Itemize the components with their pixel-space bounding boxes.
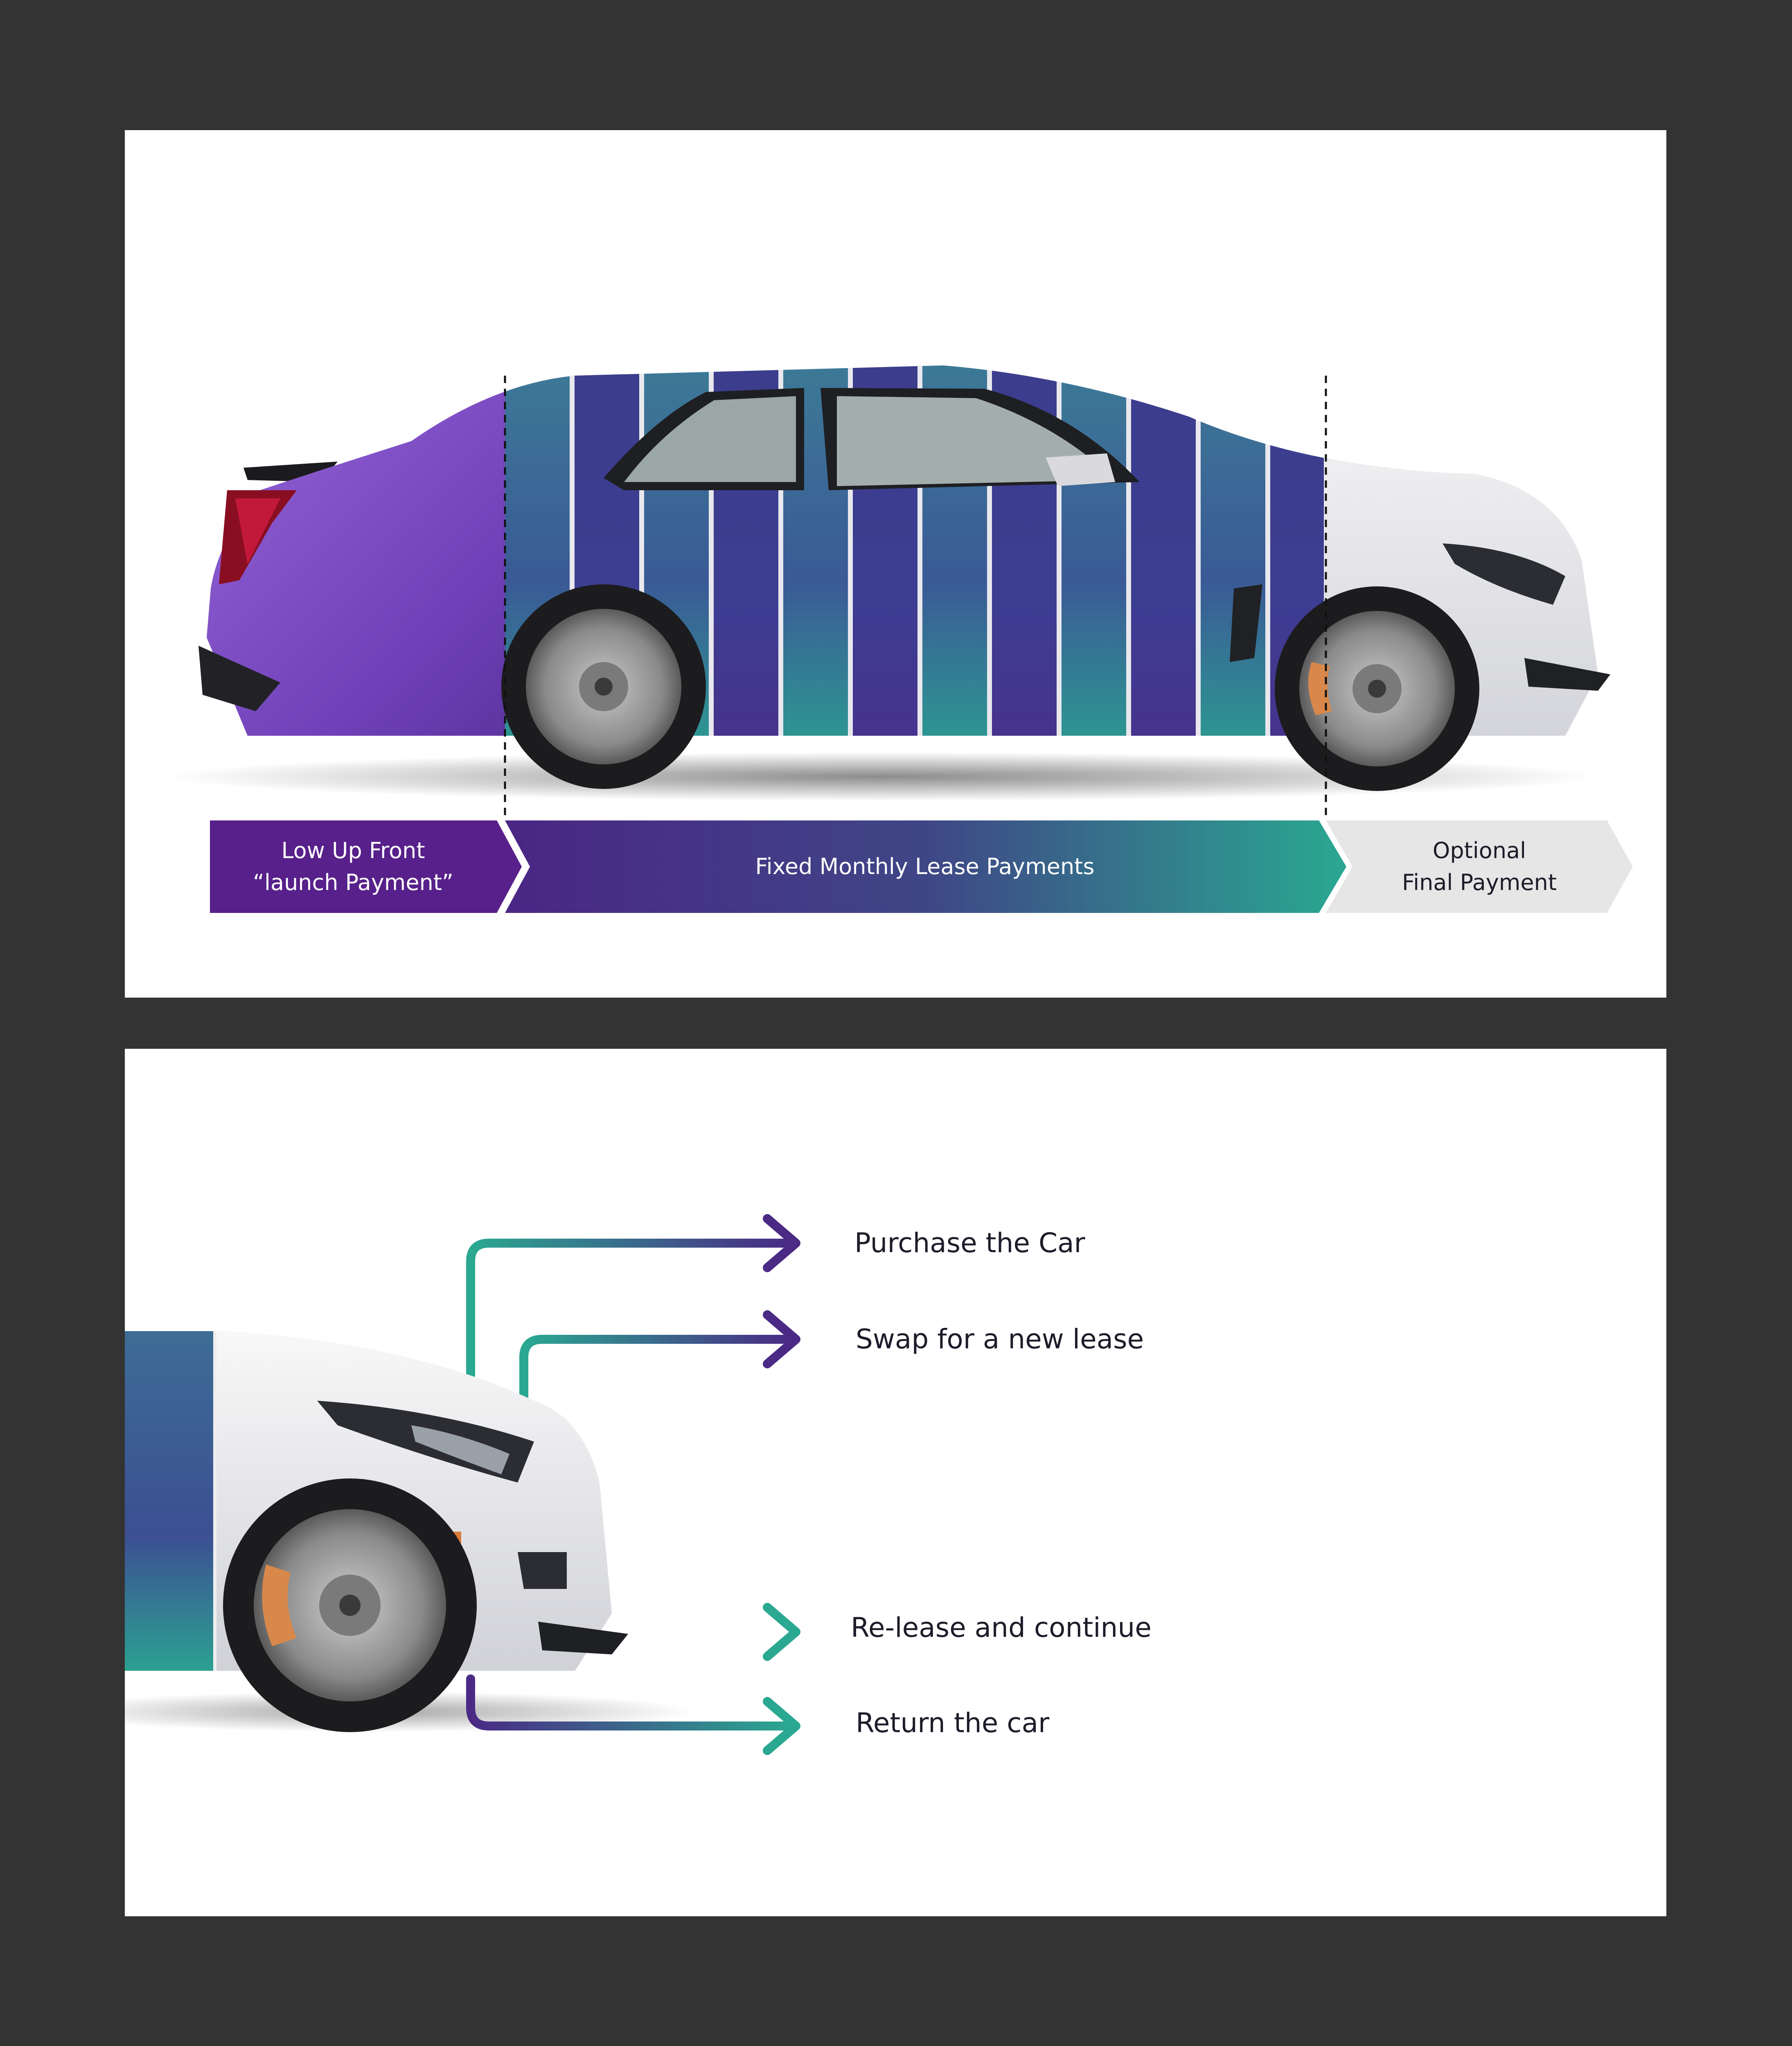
stage-upfront-shape <box>210 820 522 913</box>
car-side-illustration <box>166 365 1633 913</box>
rear-wheel <box>501 584 706 789</box>
wrap-stripe-gap <box>1057 365 1062 736</box>
option-purchase-label: Purchase the Car <box>854 1227 1085 1259</box>
option-return-label: Return the car <box>856 1707 1050 1739</box>
front-wheel <box>1275 586 1479 791</box>
stage-final-label: Optional Final Payment <box>1402 838 1557 895</box>
wrap-stripe <box>1201 365 1265 736</box>
option-swap-label: Swap for a new lease <box>856 1323 1144 1355</box>
lease-end-options-panel: Purchase the Car Swap for a new lease Re… <box>125 1049 1666 1916</box>
wrap-stripe-gap <box>1126 365 1131 736</box>
front-wheel <box>223 1478 477 1732</box>
wrap-stripe-gap <box>1265 365 1270 736</box>
wrap-stripe <box>1131 365 1196 736</box>
stage-monthly-shape <box>505 820 1346 913</box>
stage-final-shape <box>1326 820 1633 913</box>
stage-monthly-label: Fixed Monthly Lease Payments <box>755 854 1095 879</box>
wrap-stripe-gap <box>1196 365 1201 736</box>
stage-upfront-label: Low Up Front “launch Payment” <box>253 838 453 895</box>
lease-timeline-panel: Low Up Front “launch Payment” Fixed Mont… <box>125 130 1666 998</box>
wrap-stripe <box>1062 365 1126 736</box>
option-relase-label: Re-lease and continue <box>851 1612 1152 1643</box>
car-front-illustration <box>125 1214 800 1755</box>
connector-arrows <box>466 1214 800 1755</box>
